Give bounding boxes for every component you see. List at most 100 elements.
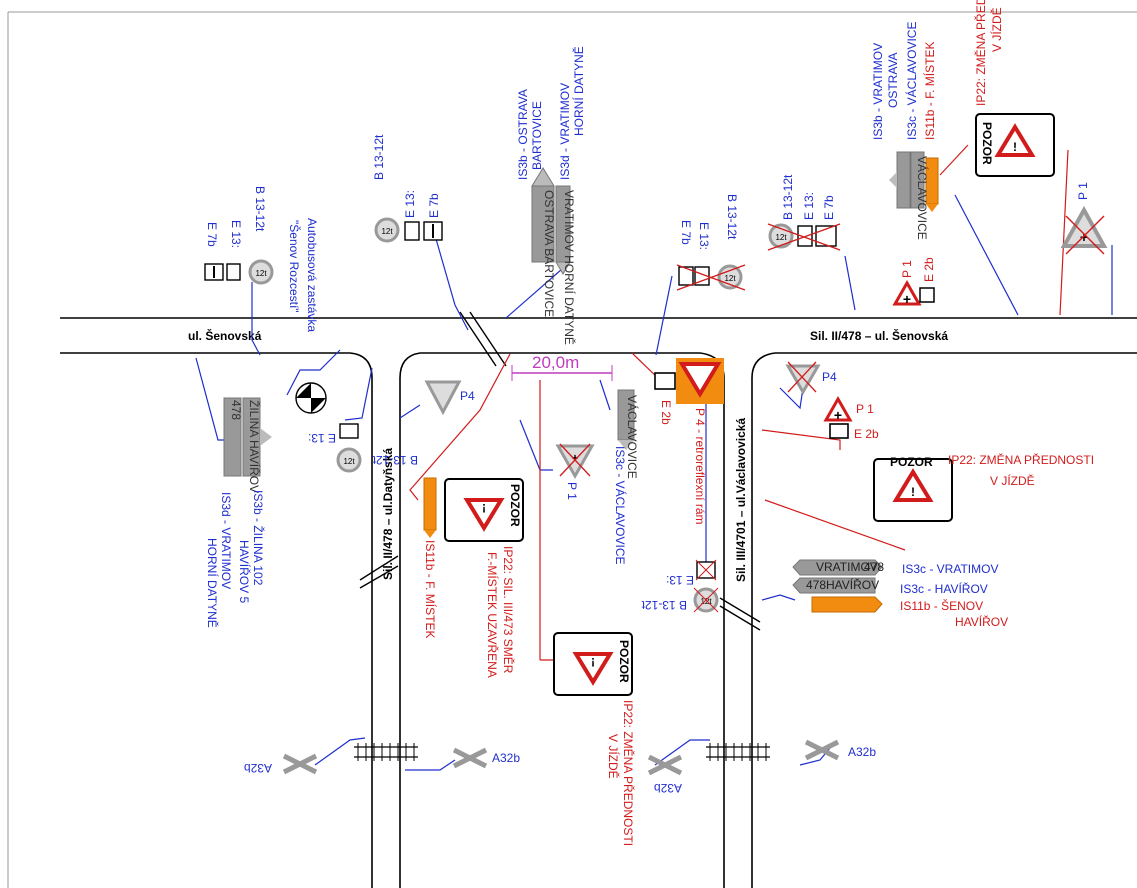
plate-vratimov-right: VRATIMOV [816, 560, 878, 574]
plate-havirov-right: HAVÍŘOV [826, 577, 879, 592]
label-e7b-b: E 7b [427, 193, 441, 218]
crossed-p4-right [785, 361, 821, 396]
label-e13-e: E 13: [308, 431, 336, 445]
label-e13-d: E 13: [802, 192, 816, 220]
sign-group-top-left-b [374, 217, 443, 243]
road-label-datynska: Sil. II/478 – ul.Datyňská [381, 448, 395, 580]
group-tl-line1: IS3b - OSTRAVA [516, 89, 530, 180]
label-a32b-1: A32b [244, 761, 272, 775]
sign-p1-top: + [893, 281, 935, 307]
railway-left [353, 742, 419, 762]
is3c-vratimov-label: IS3c - VRATIMOV [902, 562, 998, 576]
group-tl-line3: IS3d - VRATIMOV [558, 83, 572, 180]
label-p4-right: P4 [822, 370, 837, 384]
dimension-label: 20,0m [532, 353, 579, 372]
plate-478-left: 478 [229, 400, 243, 420]
a32b-sign-4 [806, 742, 838, 758]
a32b-sign-2 [454, 750, 486, 766]
label-p1-far-right: P 1 [1076, 182, 1090, 200]
label-p1-top: P 1 [900, 260, 914, 278]
group-left-line4: HORNÍ DATYNĚ [205, 538, 220, 628]
group-tr-line3: IS3c - VÁCLAVOVICE [904, 22, 919, 140]
sign-group-top-left-a [204, 259, 274, 285]
a32b-sign-3 [649, 757, 681, 773]
svg-text:+: + [1080, 229, 1088, 245]
label-e7b-a: E 7b [205, 222, 219, 247]
svg-text:+: + [903, 291, 911, 307]
plate-vratimov-hd: VRATIMOV HORNÍ DATYNĚ [562, 190, 577, 345]
label-e13-f: E 13: [666, 573, 694, 587]
ip22-right-line1: IP22: ZMĚNA PŘEDNOSTI [948, 452, 1094, 467]
label-b13-12t-d: B 13-12t [781, 174, 795, 220]
label-e13-b: E 13: [403, 190, 417, 218]
label-a32b-2: A32b [492, 751, 520, 765]
plate-vaclavovice-center-text: VÁCLAVOVICE [625, 395, 640, 479]
svg-text:+: + [834, 407, 842, 423]
is11b-senov-line2: HAVÍŘOV [955, 614, 1008, 629]
label-b13-12t-f: B 13-12t [641, 598, 687, 612]
sign-p4-retro [654, 358, 724, 404]
label-a32b-3: A32b [654, 781, 682, 795]
label-e2b-center: E 2b [659, 400, 673, 425]
sign-e13-b13-left [336, 423, 362, 473]
bus-stop-label-2: "Šenov Rozcestí" [287, 220, 302, 313]
group-left-line2: HAVÍŘOV 5 [237, 540, 252, 603]
dimension-line [511, 365, 613, 381]
crossed-p1-far-right: + [1060, 205, 1108, 255]
a32b-sign-1 [284, 756, 316, 772]
is3c-vaclavovice-label: IS3c - VÁCLAVOVICE [613, 446, 628, 564]
direction-plates-tr [889, 151, 939, 212]
label-p4-left: P4 [460, 389, 475, 403]
road-label-senovska-right: Sil. II/478 – ul. Šenovská [810, 328, 948, 343]
group-tr-line2: OSTRAVA [886, 52, 900, 108]
label-e7b-d: E 7b [822, 195, 836, 220]
ip22-mid-line2: V JÍZDĚ [606, 734, 621, 779]
plate-vaclavovice-center [617, 389, 635, 450]
roads [60, 311, 1137, 888]
road-label-senovska-left: ul. Šenovská [188, 328, 262, 343]
pozor-right-text: POZOR [890, 455, 933, 469]
label-b13-12t-c: B 13-12t [725, 194, 739, 240]
group-tl-line4: HORNÍ DATYNĚ [571, 46, 586, 136]
bus-stop-label-1: Autobusová zastávka [305, 218, 319, 332]
direction-plates-right [792, 559, 883, 613]
ip22-sil-line1: IP22: SIL. III/473 SMĚR [501, 546, 516, 674]
svg-text:+: + [571, 451, 578, 465]
plate-478-right-b: 478 [806, 578, 826, 592]
plate-ostrava: OSTRAVA BARTOVICE [542, 190, 556, 317]
sign-p4-left [424, 380, 462, 416]
crossed-signs-mid [676, 264, 746, 291]
is3c-havirov-label: IS3c - HAVÍŘOV [900, 581, 988, 596]
ip22-mid-line1: IP22: ZMĚNA PŘEDNOSTI [621, 700, 636, 846]
group-tl-line2: BARTOVICE [530, 101, 544, 170]
label-p1-right: P 1 [856, 402, 874, 416]
crossed-e13-b13-center [693, 559, 719, 613]
group-tr-line1: IS3b - VRATIMOV [871, 43, 885, 140]
group-tr-red: IS11b - F. MÍSTEK [922, 42, 937, 140]
crossed-signs-right [767, 223, 841, 251]
label-a32b-4: A32b [848, 745, 876, 759]
railway-right [705, 742, 771, 762]
is11b-senov-line1: IS11b - ŠENOV [900, 598, 983, 613]
label-p4-retro: P 4 - retroreflexní rám [693, 408, 707, 524]
group-left-line1: IS3b - ŽILINA 102 [251, 490, 266, 586]
label-e2b-top: E 2b [922, 257, 936, 282]
label-e2b-right: E 2b [854, 427, 879, 441]
leader-lines [195, 144, 1113, 771]
direction-plates-top [531, 167, 571, 275]
group-left-line3: IS3d - VRATIMOV [219, 492, 233, 589]
plate-478-right-a: 478 [864, 560, 884, 574]
road-label-vaclavovicka: Sil. III/4701 – ul.Václavovická [734, 418, 748, 582]
label-b13-12t-e: B 13-12t [372, 453, 418, 467]
is11b-left [423, 477, 437, 538]
direction-plates-left [223, 397, 272, 477]
ip22-top-line1: IP22: ZMĚNA PŘEDNOSTI [973, 0, 988, 106]
label-e13-c: E 13: [697, 222, 711, 250]
ip22-top-line2: V JÍZDĚ [989, 7, 1004, 52]
sign-p1-right: + [824, 397, 852, 439]
plate-zilina: ŽILINA HAVÍŘOV [247, 400, 262, 493]
label-e13-a: E 13: [229, 220, 243, 248]
label-p1-center: P 1 [565, 482, 579, 500]
pozor-top-text: POZOR [980, 122, 994, 165]
